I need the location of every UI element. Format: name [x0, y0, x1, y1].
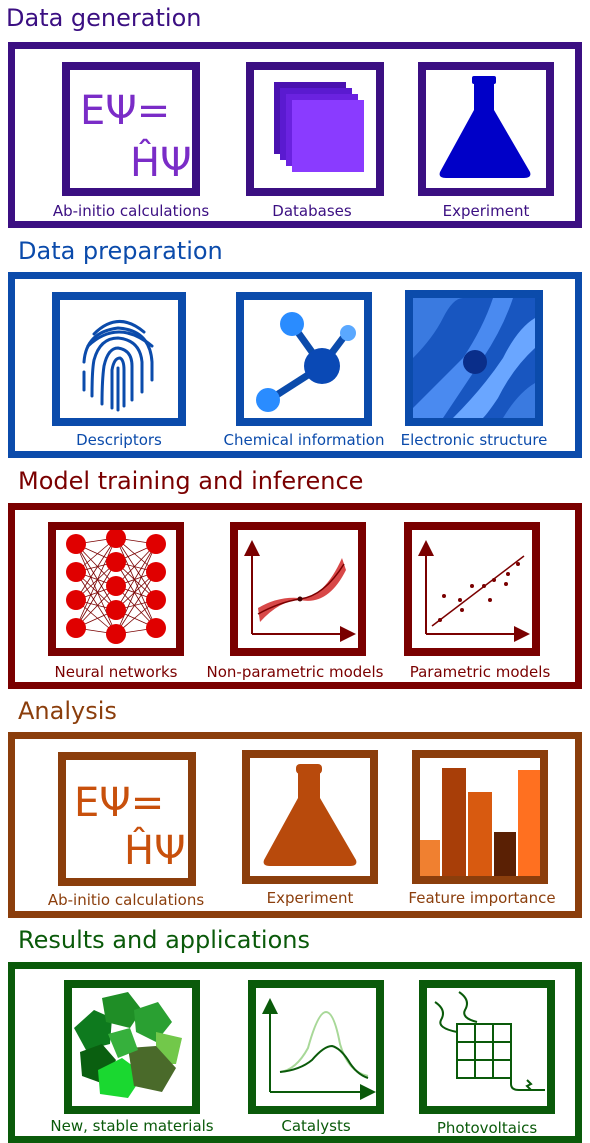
neural-networks-panel — [48, 522, 184, 656]
caption-databases: Databases — [272, 202, 352, 220]
caption-non-parametric-models: Non-parametric models — [206, 663, 384, 681]
neuron-node — [106, 600, 126, 620]
section-box-data-preparation — [8, 272, 582, 458]
database-stack-icon — [274, 82, 364, 172]
analysis-equation-line1: EΨ= — [74, 780, 165, 826]
catalysts-panel — [248, 980, 384, 1114]
section-title-analysis: Analysis — [18, 697, 117, 725]
section-title-data-preparation: Data preparation — [18, 237, 223, 265]
neuron-node — [66, 562, 86, 582]
experiment-panel — [418, 62, 554, 196]
feature-importance-panel — [412, 750, 548, 884]
section-title-model-training: Model training and inference — [18, 467, 364, 495]
analysis-equation-line2: ĤΨ — [124, 828, 186, 874]
caption-catalysts: Catalysts — [281, 1117, 351, 1135]
neuron-node — [66, 534, 86, 554]
molecule-icon — [256, 312, 356, 412]
linear-regression-icon — [418, 540, 530, 642]
section-box-model-training — [8, 503, 582, 689]
section-title-results: Results and applications — [18, 926, 310, 954]
neuron-node — [106, 552, 126, 572]
feature-importance-chart-icon — [420, 768, 540, 876]
neuron-node — [66, 618, 86, 638]
section-box-analysis — [8, 732, 582, 918]
descriptors-panel — [52, 292, 186, 426]
solar-cell-icon — [434, 991, 545, 1091]
caption-analysis-experiment: Experiment — [266, 889, 354, 907]
schrodinger-equation-line2: ĤΨ — [130, 140, 192, 186]
caption-descriptors: Descriptors — [76, 431, 162, 449]
caption-parametric-models: Parametric models — [409, 663, 551, 681]
gaussian-process-icon — [244, 540, 356, 642]
reaction-energy-icon — [262, 998, 376, 1100]
databases-panel — [246, 62, 384, 196]
analysis-experiment-panel — [242, 750, 378, 884]
non-parametric-panel — [230, 522, 366, 656]
electron-density-icon — [413, 298, 535, 418]
analysis-ab-initio-panel: EΨ= ĤΨ — [58, 752, 196, 886]
photovoltaics-panel — [419, 980, 555, 1114]
crystal-grains-icon — [74, 992, 182, 1098]
neuron-node — [146, 590, 166, 610]
flask-icon — [439, 76, 531, 178]
section-box-results — [8, 962, 582, 1143]
fingerprint-icon — [82, 320, 154, 412]
caption-analysis-ab-initio: Ab-initio calculations — [47, 891, 205, 909]
section-box-data-generation — [8, 42, 582, 228]
analysis-flask-icon — [263, 764, 357, 866]
caption-neural-networks: Neural networks — [54, 663, 178, 681]
parametric-panel — [404, 522, 540, 656]
materials-panel — [64, 980, 200, 1114]
neuron-node — [66, 590, 86, 610]
caption-experiment: Experiment — [442, 202, 530, 220]
neuron-node — [106, 624, 126, 644]
neuron-node — [106, 530, 126, 548]
chemical-information-panel — [236, 292, 372, 426]
section-title-data-generation: Data generation — [6, 4, 202, 32]
electronic-structure-panel — [405, 290, 543, 426]
neuron-node — [106, 576, 126, 596]
caption-feature-importance: Feature importance — [408, 889, 556, 907]
neural-network-icon — [66, 530, 166, 644]
schrodinger-equation-line1: EΨ= — [80, 88, 171, 134]
neuron-node — [146, 562, 166, 582]
caption-ab-initio-calculations: Ab-initio calculations — [52, 202, 210, 220]
caption-new-stable-materials: New, stable materials — [50, 1117, 214, 1135]
caption-chemical-information: Chemical information — [223, 431, 385, 449]
caption-electronic-structure: Electronic structure — [400, 431, 548, 449]
neuron-node — [146, 534, 166, 554]
ab-initio-panel: EΨ= ĤΨ — [62, 62, 200, 196]
neuron-node — [146, 618, 166, 638]
caption-photovoltaics: Photovoltaics — [436, 1119, 538, 1137]
